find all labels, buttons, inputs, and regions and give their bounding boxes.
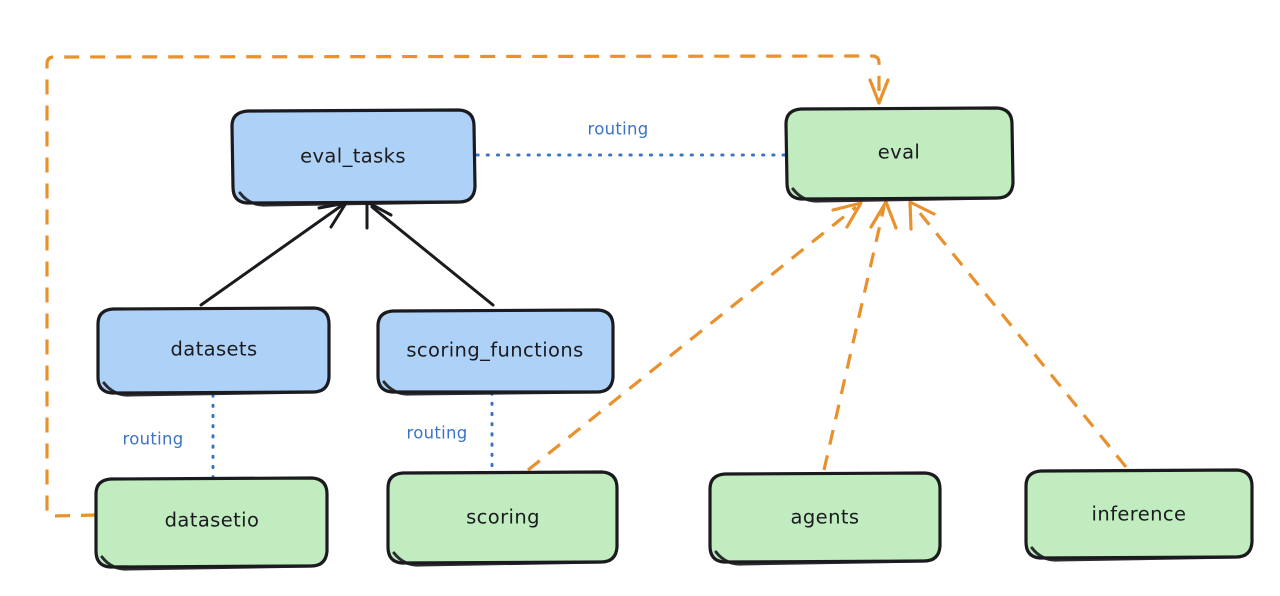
edge-datasets-to-eval_tasks (199, 201, 348, 307)
node-datasets-label: datasets (170, 338, 257, 361)
edge-datasetio-to-eval-arrow (868, 78, 890, 105)
edge-scoring-to-eval-arrow (831, 201, 863, 229)
edge-datasets-to-eval_tasks-line (199, 204, 343, 307)
node-scoring-label: scoring (466, 506, 540, 529)
edge-datasetio-to-eval (45, 54, 890, 518)
node-agents[interactable]: agents (708, 471, 942, 566)
edge-inference-to-eval (908, 200, 1128, 469)
node-datasets-underline (102, 381, 318, 397)
edge-label-routing-eval: routing (587, 120, 648, 139)
node-inference[interactable]: inference (1024, 468, 1254, 562)
edge-label-routing-scoring: routing (406, 424, 467, 443)
dependency-solid-edges (199, 200, 495, 307)
edge-agents-to-eval-arrow (869, 200, 898, 230)
node-scoring_functions-label: scoring_functions (406, 339, 583, 362)
edge-labels: routing routing routing (122, 120, 648, 449)
edge-inference-to-eval-line (913, 205, 1128, 469)
node-scoring[interactable]: scoring (386, 470, 619, 567)
node-datasetio-underline (100, 555, 316, 571)
node-datasetio[interactable]: datasetio (94, 476, 329, 571)
edge-scoring-to-eval-line (526, 205, 858, 472)
node-agents-label: agents (791, 506, 860, 529)
node-inference-label: inference (1092, 503, 1187, 526)
node-datasets[interactable]: datasets (96, 306, 331, 397)
node-eval_tasks-underline (238, 191, 463, 207)
routing-edges (211, 153, 787, 479)
edge-agents-to-eval-line (822, 206, 886, 471)
edge-scoring_functions-to-eval_tasks (365, 200, 495, 307)
edge-scoring_functions-to-eval_tasks-line (370, 205, 495, 307)
node-datasetio-label: datasetio (165, 509, 260, 532)
node-scoring_functions-underline (382, 380, 602, 396)
edge-scoring-to-eval (526, 201, 863, 472)
node-eval_tasks[interactable]: eval_tasks (230, 108, 477, 207)
node-eval_tasks-label: eval_tasks (300, 145, 406, 168)
edge-inference-to-eval-arrow (908, 200, 936, 231)
edge-datasetio-to-eval-line (45, 54, 881, 518)
edge-scoring_functions-to-eval_tasks-arrow (365, 200, 393, 230)
node-eval-label: eval (878, 141, 921, 164)
node-scoring_functions[interactable]: scoring_functions (376, 308, 615, 396)
node-scoring-underline (392, 551, 606, 567)
node-eval-underline (791, 187, 1001, 203)
edge-agents-to-eval (822, 200, 898, 471)
node-agents-underline (714, 550, 929, 566)
node-inference-underline (1030, 546, 1241, 562)
node-eval[interactable]: eval (784, 106, 1015, 203)
edge-label-routing-datasetio: routing (122, 430, 183, 449)
dependency-edges (45, 54, 1128, 518)
